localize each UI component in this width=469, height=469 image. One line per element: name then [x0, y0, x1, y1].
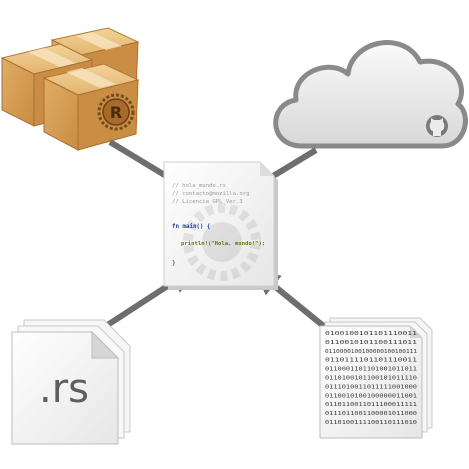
binary-line: 0100100101101110011: [325, 331, 417, 337]
rs-file-label: .rs: [39, 366, 89, 412]
rust-gear-icon: [183, 203, 261, 281]
rust-logo-icon: R: [97, 93, 135, 131]
center-code-document: // hola_mundo.rs // contacto@mozilla.org…: [163, 161, 278, 290]
binary-line: 0111011001100001011000: [325, 411, 417, 417]
binary-line: 0110110011011100011111: [325, 402, 417, 408]
binary-line: 0110010100100000011001: [325, 393, 417, 399]
binary-line: 0110010101100111011: [325, 340, 417, 346]
binary-line: 0111010011011111001000: [325, 384, 417, 390]
binary-line: 0110001101101001011011: [325, 367, 417, 373]
binary-line: 0110111101101110011: [325, 358, 417, 364]
svg-text:R: R: [110, 103, 122, 122]
binary-line: 0110100101100101011110: [325, 376, 417, 382]
binary-line: 0110000100100000100100111: [325, 349, 417, 355]
code-comment-line: // Licencia GPL Ver.3: [172, 199, 243, 205]
binary-line: 0110100111100110111010: [325, 420, 417, 426]
code-line-fn: fn main() {: [172, 224, 210, 230]
crates-boxes-icon: [0, 27, 140, 151]
code-comment-line: // hola_mundo.rs: [172, 183, 226, 189]
code-line-println: println!("Hola, mundo!");: [181, 241, 265, 247]
code-comment-line: // contacto@mozilla.org: [172, 191, 249, 197]
cloud-icon: [273, 40, 468, 149]
binary-files-icon: 0100100101101110011 0110010101100111011 01…: [319, 317, 433, 439]
code-line-close: }: [172, 260, 176, 267]
github-icon: [426, 115, 448, 137]
rs-source-files-icon: .rs: [11, 319, 131, 445]
